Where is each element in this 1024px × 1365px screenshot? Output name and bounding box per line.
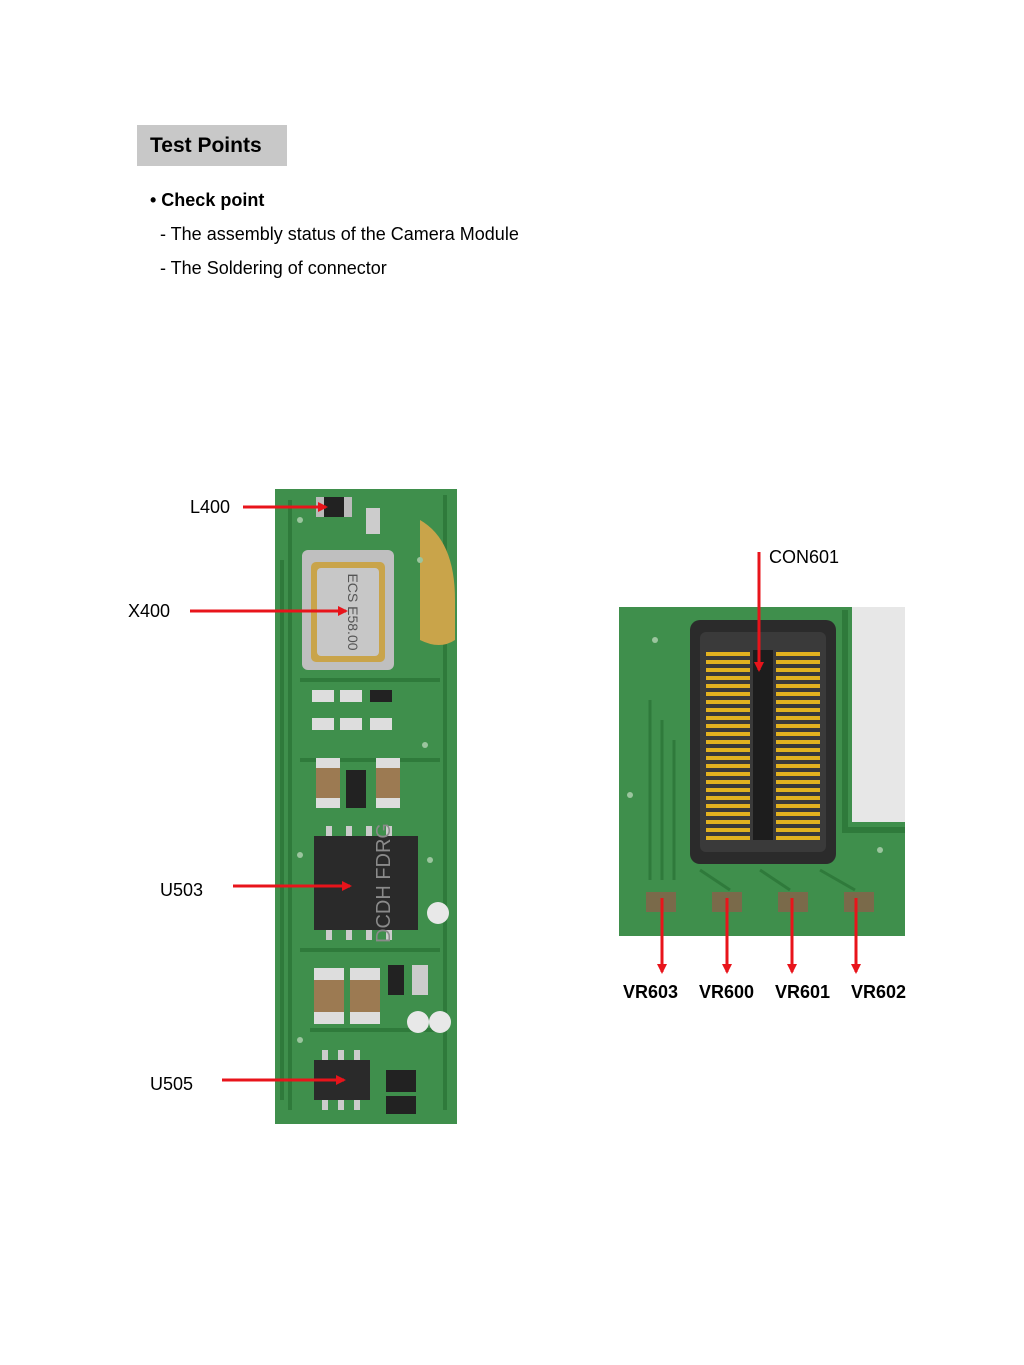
check-point-item: - The Soldering of connector <box>160 258 387 278</box>
connector-pin <box>776 652 820 656</box>
right-pcb-photo <box>619 607 905 936</box>
vr602-component <box>844 892 874 912</box>
label-u505: U505 <box>150 1074 194 1094</box>
connector-pin <box>706 788 750 792</box>
connector-pin <box>776 748 820 752</box>
connector-pin <box>706 732 750 736</box>
connector-pin <box>776 772 820 776</box>
connector-pin <box>706 740 750 744</box>
label-u503: U503 <box>160 880 204 900</box>
connector-pin <box>706 812 750 816</box>
connector-pin <box>706 700 750 704</box>
x400-marking: ECS E58.00 <box>345 573 361 650</box>
label-x400: X400 <box>128 601 171 621</box>
connector-pin <box>706 676 750 680</box>
connector-pin <box>776 660 820 664</box>
check-point-item: - The assembly status of the Camera Modu… <box>160 224 519 244</box>
connector-pin <box>706 652 750 656</box>
left-pcb-photo: ECS E58.00 DCDH FDRG <box>275 489 457 1124</box>
connector-pin <box>706 660 750 664</box>
connector-pin <box>776 780 820 784</box>
connector-pin <box>776 708 820 712</box>
connector-pin <box>706 828 750 832</box>
label-vr602: VR602 <box>851 982 907 1002</box>
label-vr601: VR601 <box>775 982 831 1002</box>
connector-pin <box>776 676 820 680</box>
connector-pin <box>776 740 820 744</box>
connector-pin <box>706 820 750 824</box>
connector-pin <box>776 788 820 792</box>
connector-pin <box>706 836 750 840</box>
connector-pin <box>776 820 820 824</box>
check-point-heading: • Check point <box>150 190 265 210</box>
connector-pin <box>776 836 820 840</box>
u503-marking: DCDH FDRG <box>373 823 395 943</box>
connector-pin <box>706 796 750 800</box>
page-title: Test Points <box>137 125 287 166</box>
label-vr600: VR600 <box>699 982 755 1002</box>
connector-pin <box>776 732 820 736</box>
connector-pin <box>776 700 820 704</box>
connector-pin <box>706 756 750 760</box>
connector-pins-right <box>776 652 820 840</box>
u503-chip: DCDH FDRG <box>314 823 418 943</box>
label-l400: L400 <box>190 497 231 517</box>
connector-pin <box>706 692 750 696</box>
connector-pin <box>776 828 820 832</box>
connector-pin <box>776 684 820 688</box>
connector-pin <box>706 764 750 768</box>
connector-pin <box>706 668 750 672</box>
connector-pin <box>706 772 750 776</box>
connector-pin <box>706 804 750 808</box>
connector-pin <box>776 812 820 816</box>
connector-pin <box>706 684 750 688</box>
connector-pin <box>706 716 750 720</box>
connector-pin <box>776 668 820 672</box>
connector-pin <box>706 708 750 712</box>
connector-pin <box>776 796 820 800</box>
connector-pin <box>706 780 750 784</box>
connector-pin <box>776 724 820 728</box>
label-con601: CON601 <box>769 547 840 567</box>
label-vr603: VR603 <box>623 982 679 1002</box>
connector-pin <box>706 724 750 728</box>
connector-pin <box>776 692 820 696</box>
connector-pin <box>776 764 820 768</box>
connector-pin <box>776 804 820 808</box>
connector-pin <box>706 748 750 752</box>
connector-pins-left <box>706 652 750 840</box>
connector-pin <box>776 756 820 760</box>
connector-pin <box>776 716 820 720</box>
callout-arrows <box>190 502 861 1085</box>
